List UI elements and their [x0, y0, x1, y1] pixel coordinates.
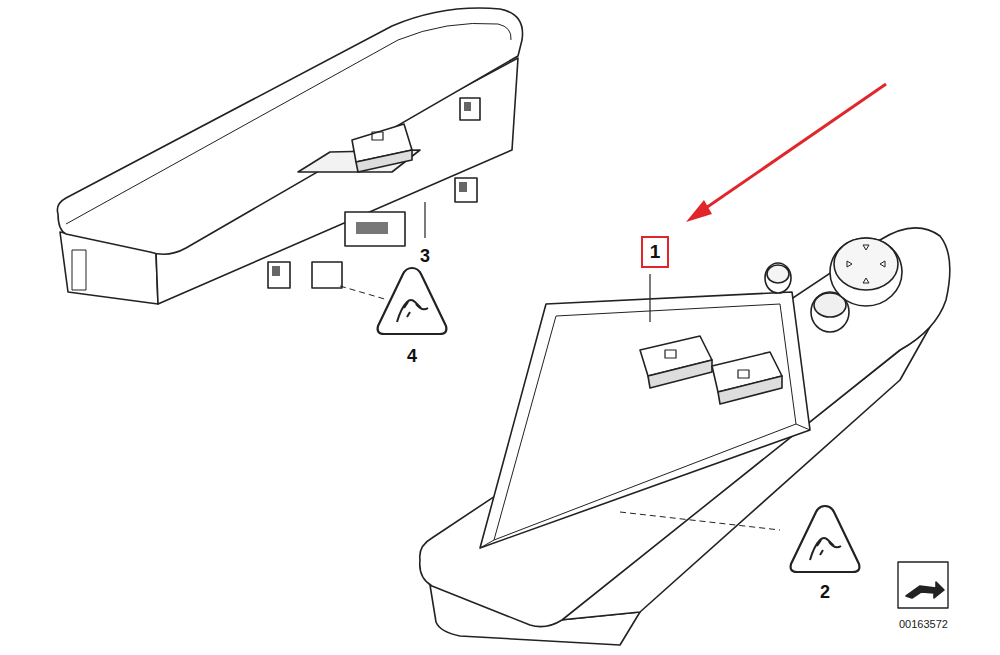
callout-box: 1 — [641, 236, 669, 268]
callout-number: 3 — [420, 246, 430, 267]
highlight-arrow — [686, 84, 886, 222]
figure-number: 00163572 — [899, 618, 948, 630]
callout-number: 2 — [820, 582, 830, 603]
callout-number: 4 — [407, 346, 417, 367]
callout-number: 1 — [650, 241, 661, 263]
